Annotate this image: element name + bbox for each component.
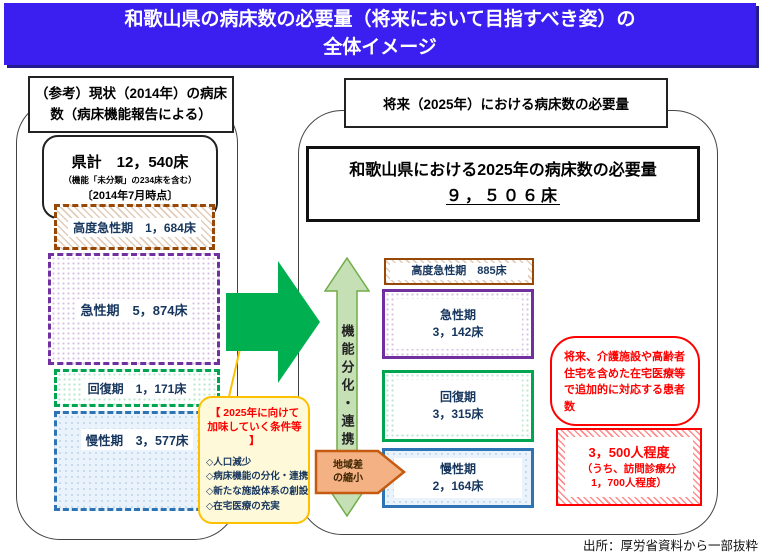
current-chronic-box: 慢性期 3，577床 [54,411,220,511]
home-care-count-sub2: 1，700人程度） [591,476,667,489]
regional-gap-line1: 地域差 [333,459,363,471]
home-care-count-box: 3，500人程度 （うち、訪問診療分 1，700人程度） [556,428,702,506]
condition-item: ◇人口減少 [206,456,252,468]
home-care-count-main: 3，500人程度 [588,445,670,461]
current-highly-acute-label: 高度急性期 1，684床 [68,217,201,237]
future-need-beds: ９，５０６床 [445,188,560,205]
slide-title-line2: 全体イメージ [323,37,437,58]
conditions-callout-title: 【 2025年に向けて 加味していく条件等 】 [206,406,303,449]
future-acute-box: 急性期 3，142床 [382,289,534,359]
future-chronic-beds: 2，164床 [432,479,484,493]
slide-title-bar: 和歌山県の病床数の必要量（将来において目指すべき姿）の 全体イメージ [4,3,756,65]
future-recovery-box: 回復期 3，315床 [382,370,534,442]
regional-gap-label: 地域差 の縮小 [314,451,382,493]
prefecture-total-beds: 県計 12，540床 [71,154,189,171]
future-need-box: 和歌山県における2025年の病床数の必要量 ９，５０６床 [306,146,700,222]
regional-gap-line2: の縮小 [333,473,363,484]
function-differentiation-label: 機能分化・連携 [339,324,355,450]
future-highly-acute-box: 高度急性期 885床 [384,258,534,285]
regional-gap-arrow-icon [314,449,406,495]
slide-title-line1: 和歌山県の病床数の必要量（将来において目指すべき姿）の [124,9,636,31]
home-care-count-sub1: （うち、訪問診療分 [581,462,677,475]
condition-item: ◇新たな施設体系の創設 [206,485,309,497]
future-recovery-label: 回復期 [439,389,476,404]
prefecture-total-note: （機能「未分類」の234床を含む） [63,175,197,185]
conditions-callout: 【 2025年に向けて 加味していく条件等 】 ◇人口減少 ◇病床機能の分化・連… [198,396,310,524]
current-highly-acute-box: 高度急性期 1，684床 [54,204,215,250]
conditions-title-line2: 加味していく条件等 】 [207,421,302,448]
current-chronic-label: 慢性期 3，577床 [80,429,194,450]
current-recovery-box: 回復期 1，171床 [54,369,220,407]
condition-item: ◇在宅医療の充実 [206,500,280,512]
current-recovery-label: 回復期 1，171床 [82,378,192,398]
future-acute-label: 急性期 [439,307,476,322]
current-panel-header: （参考）現状（2014年）の病床数（病床機能報告による） [28,76,234,133]
source-attribution: 出所：厚労省資料から一部抜粋 [582,539,758,553]
future-panel-header: 将来（2025年）における病床数の必要量 [344,78,668,128]
future-chronic-box: 慢性期 2，164床 [382,448,534,508]
future-highly-acute-label: 高度急性期 885床 [390,263,528,280]
prefecture-total-date: 〔2014年7月時点〕 [81,190,179,202]
current-acute-box: 急性期 5，874床 [48,253,220,365]
conditions-title-line1: 【 2025年に向けて [209,407,300,419]
condition-item: ◇病床機能の分化・連携 [206,471,309,483]
future-recovery-beds: 3，315床 [432,407,484,421]
home-care-note: 将来、介護施設や高齢者住宅を含めた在宅医療等で追加的に対応する患者数 [550,336,700,426]
future-chronic-label: 慢性期 [439,461,476,476]
future-need-title: 和歌山県における2025年の病床数の必要量 [349,162,657,180]
future-acute-beds: 3，142床 [432,325,484,339]
conditions-list: ◇人口減少 ◇病床機能の分化・連携 ◇新たな施設体系の創設 ◇在宅医療の充実 [206,456,309,515]
function-differentiation-arrow-icon [324,257,370,517]
current-acute-label: 急性期 5，874床 [75,298,193,320]
transition-arrow-icon [226,261,320,383]
